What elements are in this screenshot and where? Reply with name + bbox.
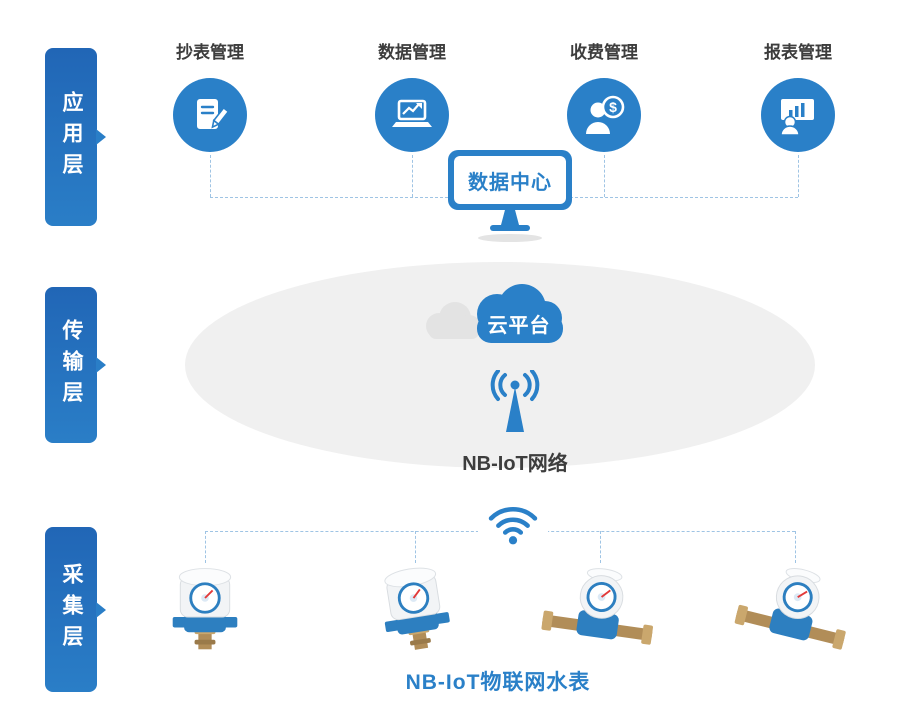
presentation-chart-icon — [761, 78, 835, 152]
network-label: NB-IoT网络 — [462, 453, 568, 475]
dashed-connector — [210, 155, 211, 197]
data-center-label: 数据中心 — [468, 171, 552, 194]
module-fee-management: 收费管理 $ — [534, 42, 674, 152]
module-label-meter-reading: 抄表管理 — [176, 43, 244, 62]
monitor-shadow — [478, 234, 542, 242]
water-meter-photo-1 — [140, 560, 270, 655]
module-label-fee-management: 收费管理 — [570, 43, 638, 62]
module-label-report-management: 报表管理 — [764, 43, 832, 62]
module-data-management: 数据管理 — [342, 42, 482, 152]
module-label-data-management: 数据管理 — [378, 43, 446, 62]
dashed-connector — [600, 531, 601, 563]
layer-badge-collection: 采集层 — [45, 527, 97, 692]
dashed-connector — [415, 531, 416, 563]
dashed-connector — [795, 531, 796, 563]
module-meter-reading: 抄表管理 — [140, 42, 280, 152]
cloud-icon — [426, 284, 563, 343]
dollar-glyph: $ — [609, 99, 617, 115]
layer-label-application: 应用层 — [60, 90, 83, 184]
layer-badge-application: 应用层 — [45, 48, 97, 226]
layer-label-collection: 采集层 — [60, 563, 83, 656]
document-pencil-icon — [173, 78, 247, 152]
person-coin-icon: $ — [567, 78, 641, 152]
layer-badge-transmission: 传输层 — [45, 287, 97, 443]
layer-label-transmission: 传输层 — [60, 318, 83, 412]
dashed-connector — [798, 155, 799, 197]
cloud-platform: 云平台 — [405, 280, 585, 360]
monitor-icon: 数据中心 — [448, 150, 572, 210]
diagram-caption: NB-IoT物联网水表 — [405, 671, 591, 694]
module-report-management: 报表管理 — [728, 42, 868, 152]
wifi-icon — [478, 496, 548, 548]
dashed-connector — [205, 531, 206, 563]
monitor-stand — [501, 210, 519, 225]
cloud-platform-label: 云平台 — [487, 315, 551, 337]
laptop-chart-icon — [375, 78, 449, 152]
data-center: 数据中心 — [448, 150, 572, 242]
dashed-connector — [412, 155, 413, 197]
monitor-base — [490, 225, 530, 231]
water-meter-photo-2 — [350, 560, 480, 656]
water-meter-photo-4 — [730, 554, 860, 655]
antenna-icon — [465, 369, 565, 445]
water-meter-photo-3 — [535, 559, 665, 655]
dashed-connector — [604, 155, 605, 197]
